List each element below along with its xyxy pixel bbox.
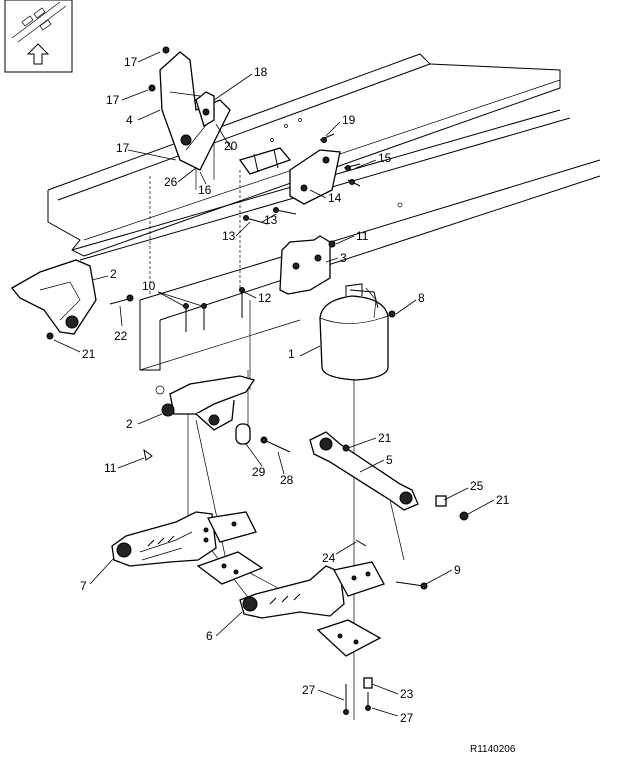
callout-6: 6 <box>206 629 213 643</box>
callout-18: 18 <box>254 65 268 79</box>
bushing-and-bolt <box>235 423 291 453</box>
callout-12: 12 <box>258 291 272 305</box>
callout-29: 29 <box>252 465 266 479</box>
orientation-inset <box>4 0 73 73</box>
upper-bracket <box>148 46 231 171</box>
leader-lines <box>53 51 495 717</box>
callout-17-low: 17 <box>116 141 130 155</box>
crossmember-bracket <box>238 133 361 205</box>
callout-15: 15 <box>378 151 392 165</box>
callout-2-lower: 2 <box>126 417 133 431</box>
callout-16: 16 <box>198 183 212 197</box>
bolts-13 <box>243 207 297 225</box>
callout-27-left: 27 <box>302 683 316 697</box>
callout-3: 3 <box>340 251 347 265</box>
callout-11-top: 11 <box>356 229 369 243</box>
callout-2-upper: 2 <box>110 267 117 281</box>
callout-24: 24 <box>322 551 336 565</box>
callout-26: 26 <box>164 175 178 189</box>
callout-17-top: 17 <box>124 55 138 69</box>
callout-19: 19 <box>342 113 356 127</box>
callout-5: 5 <box>386 453 393 467</box>
callout-13-left: 13 <box>222 229 236 243</box>
callout-25: 25 <box>470 479 484 493</box>
air-spring-upper-mount <box>279 235 336 295</box>
callout-20: 20 <box>224 139 238 153</box>
callout-21-mid: 21 <box>378 431 392 445</box>
callout-labels: 17 17 4 18 19 17 20 26 16 15 14 13 13 11… <box>80 55 510 725</box>
right-suspension-arm <box>239 539 428 619</box>
callout-10: 10 <box>142 279 156 293</box>
axle-seat-plates <box>196 551 382 657</box>
callout-27-right: 27 <box>400 711 414 725</box>
bottom-bolts <box>343 677 373 715</box>
callout-17-mid: 17 <box>106 93 120 107</box>
callout-23: 23 <box>400 687 414 701</box>
callout-11-low: 11 <box>104 461 117 475</box>
callout-22: 22 <box>114 329 128 343</box>
bolts-10-12 <box>183 287 245 332</box>
reaction-rod <box>309 431 469 521</box>
left-hanger-bracket <box>11 259 134 340</box>
callout-21-left: 21 <box>82 347 96 361</box>
air-spring <box>319 283 396 381</box>
reference-code: R1140206 <box>470 744 516 755</box>
callout-1: 1 <box>288 347 295 361</box>
left-suspension-arm <box>111 511 257 567</box>
callout-7: 7 <box>80 579 87 593</box>
callout-14: 14 <box>328 191 342 205</box>
callout-21-right: 21 <box>496 493 510 507</box>
up-arrow-icon <box>26 43 50 65</box>
callout-4: 4 <box>126 113 133 127</box>
callout-9: 9 <box>454 563 461 577</box>
callout-28: 28 <box>280 473 294 487</box>
callout-13-right: 13 <box>264 213 278 227</box>
rail-bracket <box>195 91 215 127</box>
lower-hanger-bracket <box>143 375 256 461</box>
callout-8: 8 <box>418 291 425 305</box>
